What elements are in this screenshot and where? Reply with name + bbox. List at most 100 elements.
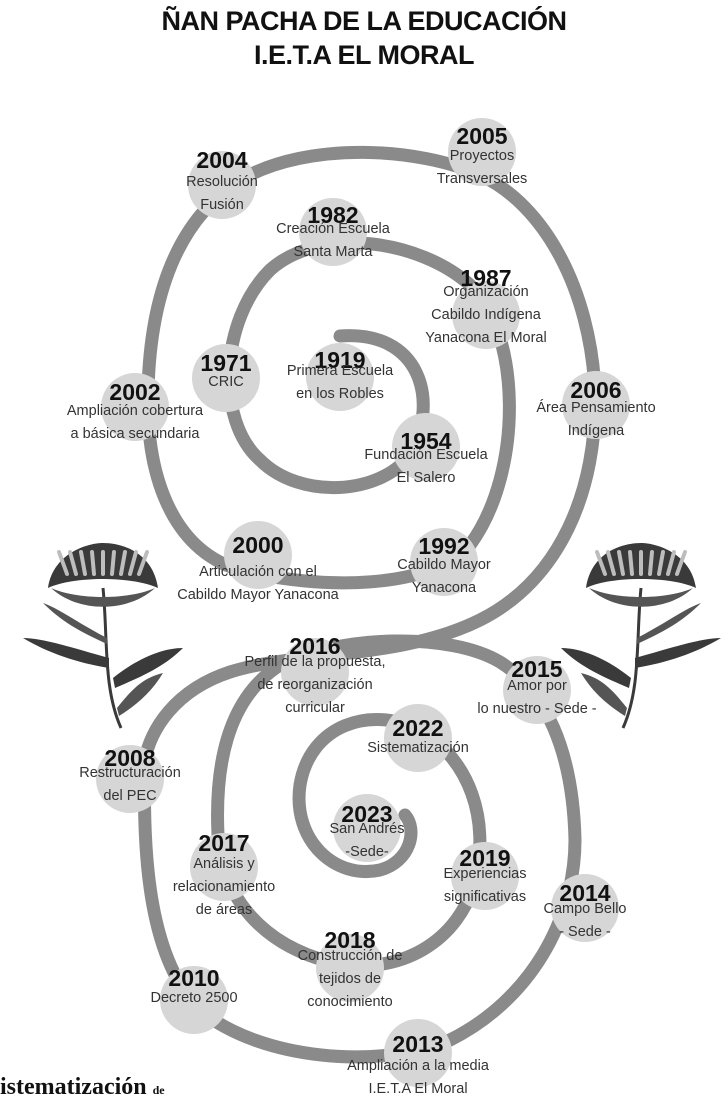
milestone-label-line: -Sede- [345,844,389,860]
milestone-label-line: del PEC [103,788,156,804]
milestone-year: 2015 [511,656,562,682]
milestone-label-line: significativas [444,889,526,905]
poster-title-line-1: ÑAN PACHA DE LA EDUCACIÓN [161,6,568,36]
left-flower [23,543,183,729]
milestone-year: 1992 [418,533,469,559]
milestone-label-line: Proyectos [450,148,514,164]
milestone-year: 1971 [200,350,251,376]
milestone-label-line: Experiencias [443,866,526,882]
milestone-label-line: de áreas [196,902,252,918]
milestone-label-line: Cabildo Mayor [397,557,491,573]
milestone-label-line: Sistematización [367,740,469,756]
milestone-label-line: relacionamiento [173,879,275,895]
milestone-circle [101,373,169,441]
milestone-label-line: Cabildo Mayor Yanacona [177,587,339,603]
milestone-circle [562,371,630,439]
milestone-year: 2017 [198,830,249,856]
footer-suffix: de [152,1083,165,1097]
milestone-circle [392,413,460,481]
milestone-year: 2002 [109,379,160,405]
milestone-label-line: El Salero [397,470,456,486]
milestone-label-line: CRIC [208,374,243,390]
milestone-year: 2000 [232,532,283,558]
milestone-label-line: curricular [285,700,345,716]
milestone-label-line: Fundación Escuela [364,447,488,463]
milestone-circle [192,344,260,412]
milestone-label-line: Cabildo Indígena [431,307,542,323]
milestone-circle [384,704,452,772]
milestone-label-line: Yanacona El Moral [425,330,546,346]
footer-main: istematización [0,1074,147,1100]
milestone-year: 1982 [307,202,358,228]
milestone-label-line: I.E.T.A El Moral [368,1081,467,1096]
milestone-label-line: a básica secundaria [71,426,201,442]
milestone-label-line: en los Robles [296,386,384,402]
milestone-circle [316,934,384,1002]
milestone-circle [333,794,401,862]
milestone-circle [410,528,478,596]
milestone-label-line: Primera Escuela [287,363,394,379]
milestone-year: 2010 [168,965,219,991]
milestone-year: 1954 [400,428,451,454]
milestone-year: 2016 [289,633,340,659]
milestone-label-line: tejidos de [319,971,381,987]
right-flower [561,543,721,729]
milestone-label-line: Organización [443,284,528,300]
poster-title-line-2: I.E.T.A EL MORAL [253,40,475,70]
milestone-label-line: Articulación con el [199,564,317,580]
milestone-year: 2022 [392,715,443,741]
milestone-year: 2005 [456,123,507,149]
milestone-label-line: Ampliación a la media [347,1058,490,1074]
milestone-label-line: lo nuestro - Sede - [477,701,596,717]
milestone-circle [190,833,258,901]
milestone-circle [452,281,520,349]
milestone-circle [448,118,516,186]
milestone-circle [299,198,367,266]
milestone-label-line: Perfil de la propuesta, [244,654,385,670]
milestone-label-line: Amor por [507,678,567,694]
milestone-label-line: Análisis y [193,856,255,872]
milestone-circle [384,1019,452,1087]
milestone-label-line: conocimiento [307,994,392,1010]
milestone-year: 2004 [196,147,247,173]
milestone-label-line: Ampliación cobertura [67,403,204,419]
milestone-circle [160,966,228,1034]
milestone-label-line: Indígena [568,423,625,439]
milestone-circle [503,656,571,724]
milestone-year: 2019 [459,845,510,871]
milestone-label-line: Fusión [200,197,244,213]
milestone-label-line: Área Pensamiento [536,399,655,416]
milestone-label-line: Creación Escuela [276,221,391,237]
milestone-label-line: Santa Marta [294,244,374,260]
milestone-label-line: Transversales [437,171,528,187]
milestone-circle [281,638,349,706]
milestone-label-line: Campo Bello [543,901,626,917]
milestone-year: 2018 [324,927,375,953]
milestone-circle [551,874,619,942]
milestone-label-line: San Andrés [330,821,405,837]
milestone-circle [306,343,374,411]
milestone-circle [451,842,519,910]
milestone-year: 1987 [460,265,511,291]
milestone-label-line: Construcción de [298,948,403,964]
milestone-label-line: - Sede - [559,924,611,940]
milestone-year: 2013 [392,1031,443,1057]
milestone-label-line: Resolución [186,174,258,190]
milestone-year: 2023 [341,801,392,827]
